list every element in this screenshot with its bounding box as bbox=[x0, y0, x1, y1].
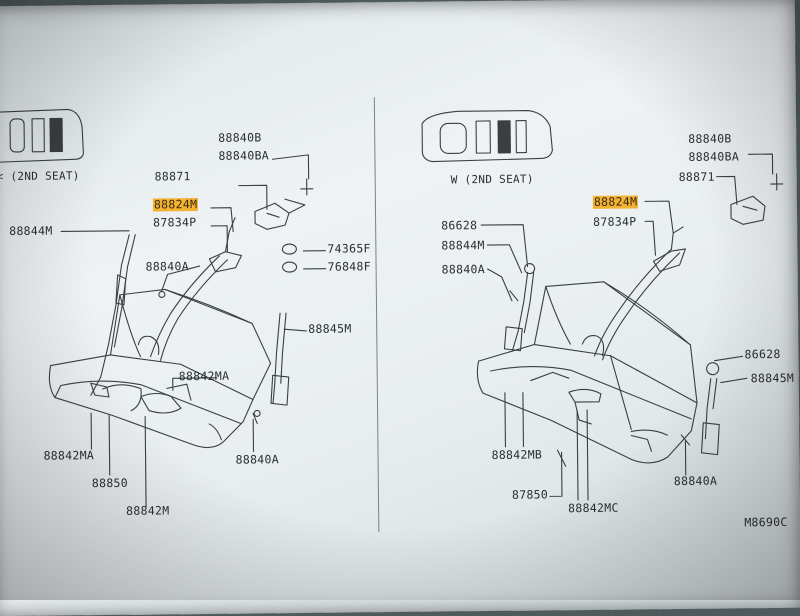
right-label-86628-top: 86628 bbox=[441, 218, 478, 233]
figure-code: M8690C bbox=[744, 514, 788, 530]
left-seat-drawing bbox=[48, 178, 314, 449]
right-label-86628-right: 86628 bbox=[744, 346, 781, 362]
right-label-88840BA: 88840BA bbox=[688, 149, 740, 164]
left-label-87834P: 87834P bbox=[153, 215, 197, 230]
left-label-88842MA-left: 88842MA bbox=[43, 448, 95, 463]
right-label-88845M: 88845M bbox=[750, 370, 795, 386]
right-label-88844M: 88844M bbox=[441, 238, 485, 253]
right-label-87850: 87850 bbox=[511, 487, 549, 502]
left-label-76848F: 76848F bbox=[327, 259, 371, 274]
right-label-88840B: 88840B bbox=[688, 131, 732, 146]
right-seat-drawing bbox=[476, 173, 784, 467]
left-label-88824M-highlighted: 88824M bbox=[152, 197, 199, 212]
right-label-88842MC: 88842MC bbox=[568, 500, 619, 516]
left-label-88842M: 88842M bbox=[126, 503, 170, 518]
left-label-88840BA: 88840BA bbox=[218, 148, 270, 163]
left-seat-caption: < (2ND SEAT) bbox=[0, 169, 80, 184]
right-label-88842MB: 88842MB bbox=[491, 447, 543, 462]
left-label-88850: 88850 bbox=[91, 475, 129, 491]
right-vehicle-icon bbox=[421, 110, 553, 163]
left-label-88840A-bottom: 88840A bbox=[235, 452, 280, 467]
left-label-88845M: 88845M bbox=[308, 321, 352, 336]
right-label-88871: 88871 bbox=[678, 169, 715, 185]
left-label-88844M: 88844M bbox=[9, 223, 53, 239]
right-label-87834P: 87834P bbox=[593, 214, 637, 229]
left-label-88840B: 88840B bbox=[218, 130, 262, 145]
left-leader-lines bbox=[60, 154, 327, 508]
right-label-88840A-bottom: 88840A bbox=[673, 473, 718, 489]
right-label-88824M-highlighted: 88824M bbox=[592, 194, 639, 209]
left-label-88842MA-right: 88842MA bbox=[178, 368, 230, 384]
left-label-74365F: 74365F bbox=[327, 241, 371, 256]
left-label-88871: 88871 bbox=[154, 169, 191, 184]
right-leader-lines bbox=[480, 153, 774, 501]
right-label-88840A-top: 88840A bbox=[441, 262, 486, 277]
left-vehicle-icon bbox=[0, 108, 84, 163]
left-label-88840A-top: 88840A bbox=[145, 259, 189, 274]
right-seat-caption: W (2ND SEAT) bbox=[450, 172, 534, 187]
